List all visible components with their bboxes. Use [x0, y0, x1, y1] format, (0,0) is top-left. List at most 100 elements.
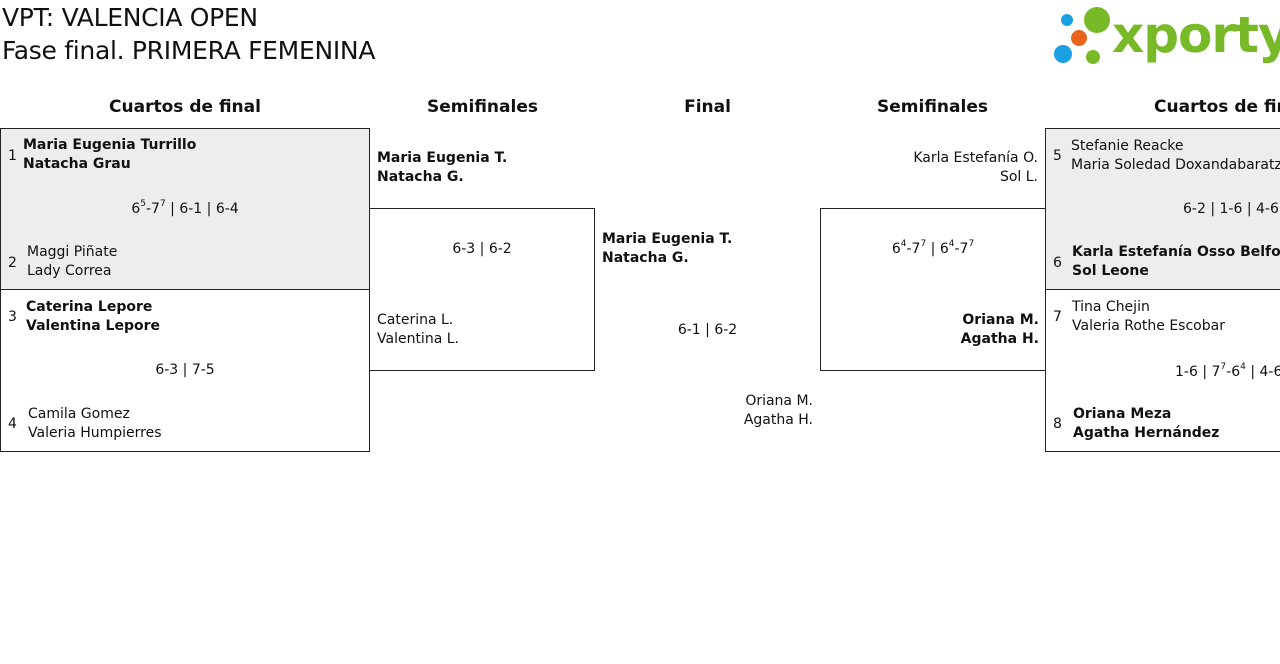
final-winner-pair: Maria Eugenia T. Natacha G. [602, 230, 732, 268]
tournament-subtitle: Fase final. PRIMERA FEMENINA [2, 36, 376, 65]
match-score: 64-77 | 64-77 [891, 239, 975, 257]
seed-number: 8 [1053, 416, 1062, 432]
player-name: Valentina Lepore [26, 318, 161, 334]
player-name: Oriana M. [745, 393, 813, 409]
right-quarterfinal-match-2: 7 Tina Chejin Valeria Rothe Escobar 1-6 … [1045, 289, 1280, 452]
round-heading-right-quarterfinals: Cuartos de final [1154, 97, 1280, 117]
player-name: Caterina L. [377, 312, 454, 328]
final-runner-up-pair: Oriana M. Agatha H. [700, 392, 813, 430]
left-quarterfinal-match-1: 1 Maria Eugenia Turrillo Natacha Grau 65… [0, 128, 370, 290]
right-quarterfinal-match-1: 5 Stefanie Reacke Maria Soledad Doxandab… [1045, 128, 1280, 290]
team-pair-winner: Oriana M. Agatha H. [841, 311, 1039, 349]
set-games: 6-1 [677, 322, 701, 338]
tiebreak-points: 7 [159, 199, 166, 210]
player-name: Sol Leone [1072, 263, 1149, 279]
seed-number: 7 [1053, 309, 1062, 325]
player-name: Karla Estefanía Osso Belfort [1072, 244, 1280, 260]
set-games: 1-6 [1219, 201, 1243, 217]
set-games: 7-5 [191, 362, 215, 378]
set-games: 6-3 [452, 241, 476, 257]
team-pair-winner: Maria Eugenia Turrillo Natacha Grau [23, 136, 196, 174]
team-pair: Caterina L. Valentina L. [377, 311, 459, 349]
match-score: 6-3 | 7-5 [155, 362, 215, 378]
player-name: Maria Eugenia Turrillo [23, 137, 197, 153]
tiebreak-points: 4 [900, 239, 907, 250]
player-name: Oriana Meza [1073, 406, 1172, 422]
right-semifinal-pair: Karla Estefanía O. Sol L. [840, 149, 1038, 187]
player-name: Lady Correa [27, 263, 112, 279]
match-score: 6-3 | 6-2 [452, 241, 512, 257]
player-name: Maria Soledad Doxandabaratz [1071, 157, 1280, 173]
player-name: Camila Gomez [28, 406, 130, 422]
set-games: 6-3 [155, 362, 179, 378]
player-name: Natacha Grau [23, 156, 131, 172]
set-games: 1-6 [1175, 364, 1198, 380]
right-semifinal-match: 64-77 | 64-77 Oriana M. Agatha H. [820, 208, 1046, 371]
tiebreak-points: 4 [948, 239, 955, 250]
team-pair: Camila Gomez Valeria Humpierres [28, 405, 162, 443]
set-games: 4-6 [1256, 201, 1279, 217]
match-score: 1-6 | 77-64 | 4-6 [1175, 363, 1280, 382]
team-pair-winner: Caterina Lepore Valentina Lepore [26, 298, 160, 336]
set-games: 6 [939, 241, 949, 257]
team-pair-winner: Karla Estefanía Osso Belfort Sol Leone [1072, 243, 1280, 281]
logo-wordmark: xporty [1112, 6, 1280, 64]
player-name: Maria Eugenia T. [377, 150, 508, 166]
team-pair-winner: Oriana Meza Agatha Hernández [1073, 405, 1219, 443]
seed-number: 5 [1053, 148, 1062, 164]
seed-number: 1 [8, 148, 17, 164]
player-name: Caterina Lepore [26, 299, 153, 315]
right-quarterfinals-viewport: 5 Stefanie Reacke Maria Soledad Doxandab… [1045, 128, 1280, 458]
left-semifinal-match: 6-3 | 6-2 Caterina L. Valentina L. [369, 208, 595, 371]
player-name: Maria Eugenia T. [602, 231, 733, 247]
team-pair: Tina Chejin Valeria Rothe Escobar [1072, 298, 1225, 336]
player-name: Sol L. [999, 169, 1038, 185]
player-name: Agatha H. [743, 412, 813, 428]
player-name: Oriana M. [962, 312, 1039, 328]
tiebreak-points: 7 [920, 239, 927, 250]
tiebreak-points: 4 [1240, 362, 1246, 373]
final-score: 6-1 | 6-2 [677, 322, 738, 338]
player-name: Natacha G. [377, 169, 464, 185]
team-pair: Stefanie Reacke Maria Soledad Doxandabar… [1071, 137, 1280, 175]
set-games: 6-2 [488, 241, 512, 257]
match-score: 6-2 | 1-6 | 4-6 [1183, 201, 1279, 217]
set-games: 6 [1231, 364, 1241, 380]
player-name: Agatha Hernández [1073, 425, 1220, 441]
set-games: 6-2 [714, 322, 738, 338]
player-name: Natacha G. [602, 250, 689, 266]
set-games: 4-6 [1259, 364, 1280, 380]
player-name: Valentina L. [377, 331, 459, 347]
seed-number: 3 [8, 309, 17, 325]
tiebreak-points: 7 [1220, 362, 1227, 373]
set-games: 6 [131, 201, 141, 217]
set-games: 6-1 [179, 201, 203, 217]
set-games: 6 [891, 241, 901, 257]
set-games: 6-4 [215, 201, 239, 217]
round-heading-left-quarterfinals: Cuartos de final [109, 97, 261, 117]
logo-dots-icon [1054, 7, 1110, 64]
round-heading-left-semifinals: Semifinales [427, 97, 538, 117]
player-name: Stefanie Reacke [1071, 138, 1184, 154]
tiebreak-points: 5 [140, 199, 146, 210]
seed-number: 4 [8, 416, 17, 432]
left-quarterfinal-match-2: 3 Caterina Lepore Valentina Lepore 6-3 |… [0, 289, 370, 452]
xporty-logo: xporty [1050, 4, 1280, 66]
tournament-title: VPT: VALENCIA OPEN [2, 3, 258, 32]
player-name: Karla Estefanía O. [913, 150, 1038, 166]
match-score: 65-77 | 6-1 | 6-4 [131, 199, 239, 217]
round-heading-final: Final [684, 97, 731, 117]
set-games: 7 [1211, 364, 1221, 380]
seed-number: 2 [8, 255, 17, 271]
player-name: Valeria Rothe Escobar [1072, 318, 1225, 334]
set-games: 6-2 [1183, 201, 1206, 217]
team-pair: Maggi Piñate Lady Correa [27, 243, 117, 281]
seed-number: 6 [1053, 255, 1062, 271]
left-semifinal-winner-pair: Maria Eugenia T. Natacha G. [377, 149, 507, 187]
tiebreak-points: 7 [968, 239, 975, 250]
set-games: 7 [959, 241, 969, 257]
player-name: Tina Chejin [1072, 299, 1150, 315]
set-games: 7 [911, 241, 921, 257]
player-name: Valeria Humpierres [28, 425, 162, 441]
player-name: Agatha H. [960, 331, 1039, 347]
